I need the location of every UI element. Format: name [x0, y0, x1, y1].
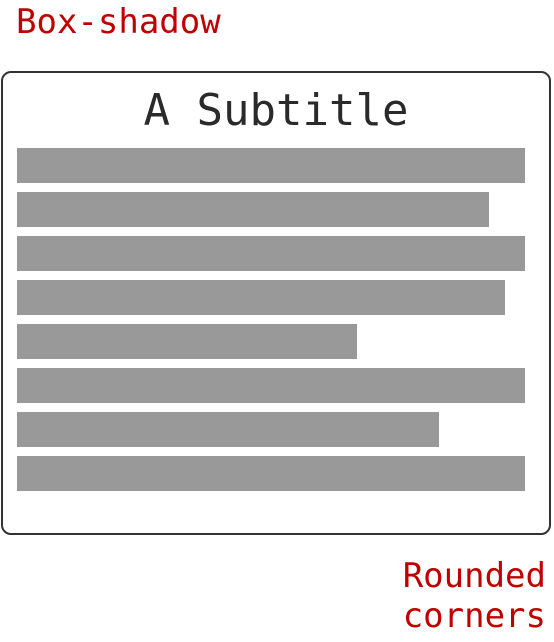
rounded-corners-label-line-2: corners — [402, 596, 546, 636]
placeholder-text-line — [17, 236, 525, 271]
rounded-corners-label: Rounded corners — [403, 556, 546, 636]
placeholder-text-lines — [17, 148, 525, 500]
card-title: A Subtitle — [143, 85, 409, 136]
rounded-corners-label-line-1: Rounded — [402, 556, 546, 596]
placeholder-text-line — [17, 456, 525, 491]
placeholder-text-line — [17, 192, 489, 227]
placeholder-text-line — [17, 148, 525, 183]
placeholder-text-line — [17, 368, 525, 403]
placeholder-text-line — [17, 412, 439, 447]
box-shadow-label: Box-shadow — [16, 2, 221, 42]
card: A Subtitle — [1, 71, 551, 535]
placeholder-text-line — [17, 280, 505, 315]
placeholder-text-line — [17, 324, 357, 359]
